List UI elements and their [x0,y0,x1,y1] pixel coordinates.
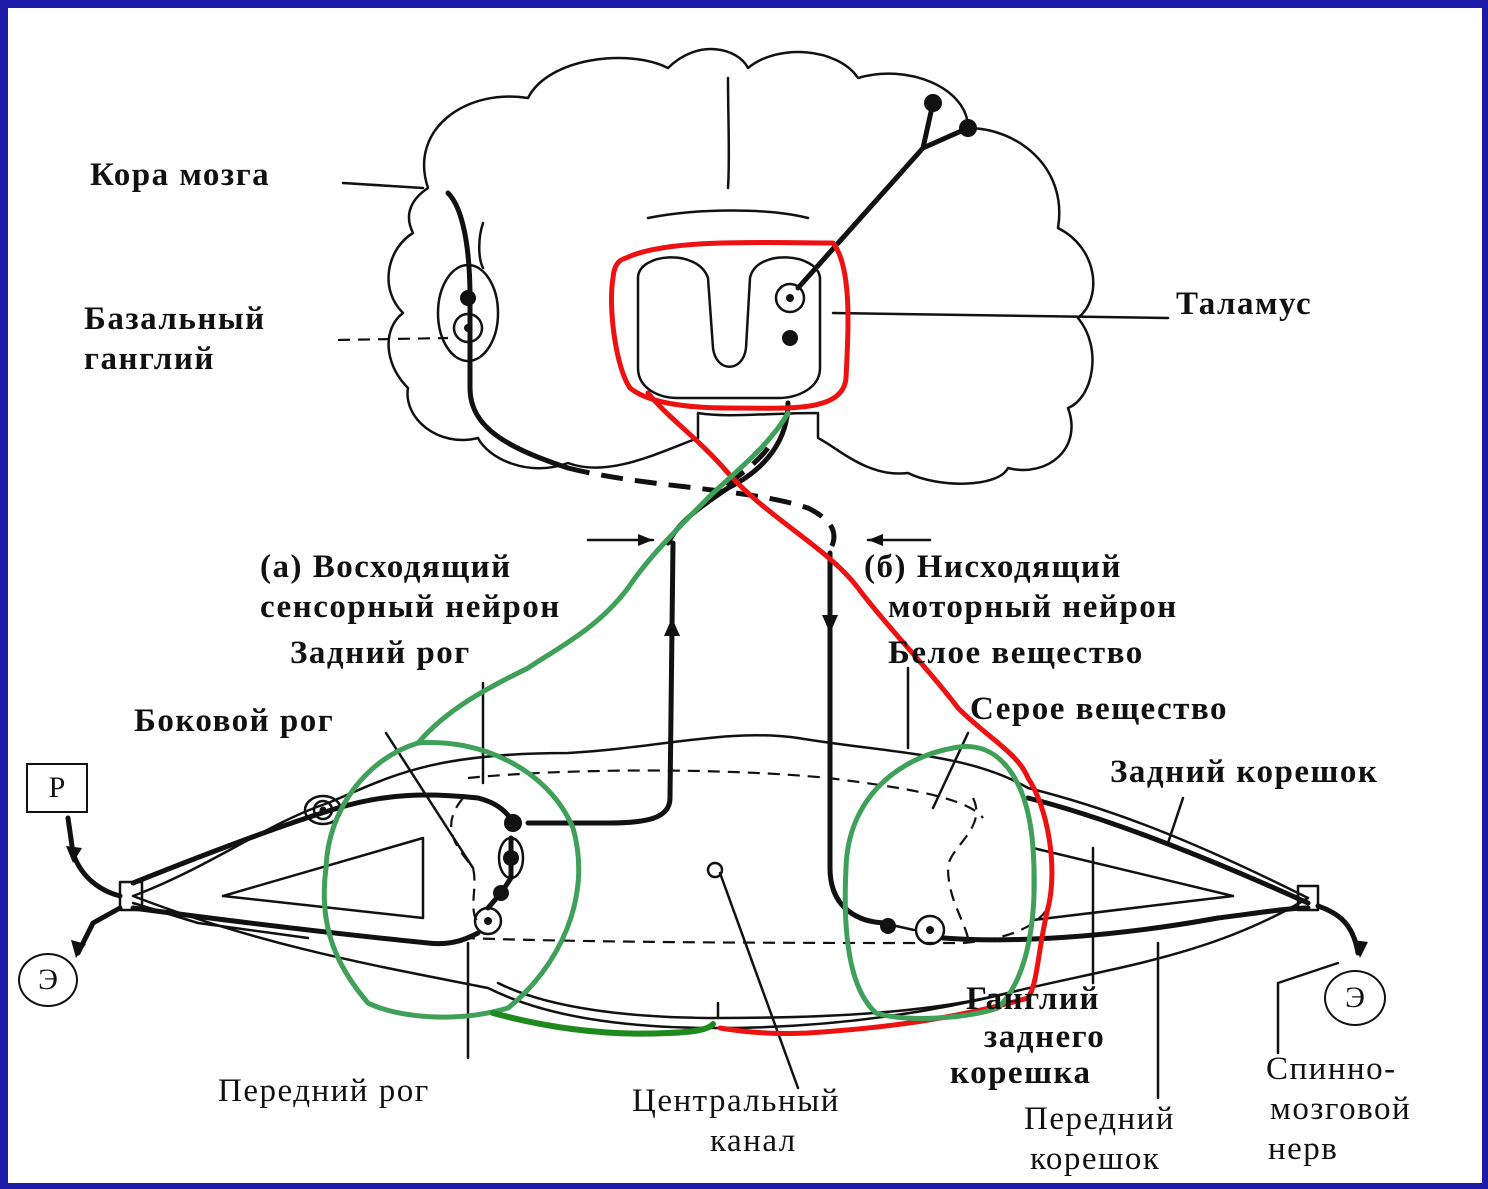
cortical-terminal-2 [959,119,977,137]
right-effector-connection [1318,906,1358,953]
basal-ganglion-label-line2: ганглий [84,340,215,378]
white-matter-label: Белое вещество [888,634,1144,672]
ascending-arrow [664,618,680,636]
thalamus-leader [833,313,1168,318]
root-ganglion-label-line1: Ганглий [966,980,1100,1018]
descending-tract [830,553,888,923]
thalamus-label: Таламус [1176,285,1312,323]
red-annotation-thalamus [612,242,849,408]
ascending-neuron-label-line1: (а) Восходящий [260,548,512,586]
cortex-label: Кора мозга [90,156,270,194]
right-effector-circle: Э [1324,970,1386,1026]
green-annotation-right-horn [845,746,1034,1018]
thalamo-cortical-axon [798,103,968,288]
green-annotation-left-horn [324,742,578,1017]
basal-ganglion-label-line1: Базальный [84,300,266,338]
receptor-box: Р [26,763,88,813]
gray-matter-label: Серое вещество [970,690,1228,728]
basal-leader [338,338,448,340]
lateral-horn-label: Боковой рог [134,702,334,740]
central-canal-label-line1: Центральный [632,1082,840,1120]
descending-arrow [822,615,838,633]
spinal-nerve-label-line2: мозговой [1270,1090,1411,1128]
thalamus-structure [638,257,820,398]
cortex-leader [343,183,423,188]
central-canal-label-line2: канал [710,1122,797,1160]
root-ganglion-label-line3: корешка [950,1054,1091,1092]
dorsal-horn-label: Задний рог [290,634,471,672]
left-horn-neurons [475,814,523,934]
spinal-nerve-label-line3: нерв [1268,1130,1338,1168]
left-effector-circle: Э [18,953,78,1007]
dorsal-root-label: Задний корешок [1110,753,1378,791]
ventral-root-label-line2: корешок [1030,1140,1160,1178]
ventral-root-label-line1: Передний [1024,1100,1175,1138]
descending-neuron-label-line1: (б) Нисходящий [864,548,1122,586]
ventral-horn-label: Передний рог [218,1072,430,1110]
diagram-canvas: Кора мозга Базальный ганглий Таламус (а)… [8,8,1482,1183]
root-ganglion-label-line2: заднего [984,1018,1105,1056]
spinal-nerve-label-line1: Спинно- [1266,1050,1397,1088]
right-horn-neurons [880,916,944,944]
ascending-tract [528,543,673,823]
descending-neuron-label-line2: моторный нейрон [888,588,1178,626]
brain-outline [389,49,1094,484]
green-annotation-bottom [493,1013,713,1034]
cortical-terminal-1 [924,94,942,112]
ascending-neuron-label-line2: сенсорный нейрон [260,588,561,626]
central-canal-leader [720,873,798,1088]
